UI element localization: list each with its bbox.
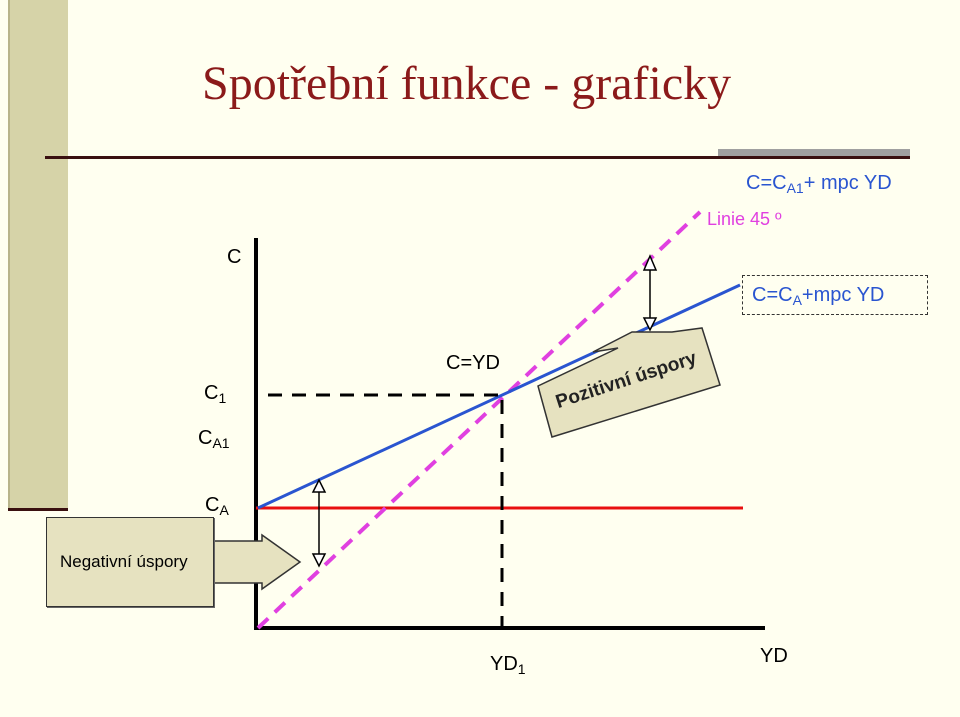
ca1-label: CA1: [198, 428, 230, 450]
positive-callout: [537, 327, 721, 438]
line-45-label: Linie 45 º: [707, 209, 782, 229]
func-a1-sub: A1: [786, 180, 804, 196]
left-band: [8, 0, 68, 510]
title-rule: [45, 156, 910, 159]
ca-label: CA: [205, 495, 229, 517]
negative-callout-arrow: [211, 533, 302, 591]
func-a-pre: C=C: [752, 284, 793, 306]
func-a1-pre: C=C: [746, 172, 787, 194]
x-axis-label: YD: [760, 645, 788, 667]
func-a-sub: A: [792, 292, 802, 308]
c1-label: C1: [204, 383, 226, 405]
c-eq-yd-label: C=YD: [446, 352, 500, 374]
positive-saving-arrow: [642, 254, 658, 332]
ca-sub: A: [219, 502, 229, 518]
func-a1-post: + mpc YD: [803, 172, 892, 194]
title-rule-accent: [718, 149, 910, 156]
y-axis-label: C: [227, 246, 242, 268]
line-45: [256, 210, 702, 630]
ca-main: C: [205, 494, 220, 516]
consumption-line: [257, 283, 741, 510]
bottom-left-rule: [8, 508, 68, 511]
negative-saving-callout: [46, 517, 214, 607]
ca1-main: C: [198, 427, 213, 449]
left-band-shadow: [8, 0, 10, 510]
c1-sub: 1: [218, 390, 227, 406]
consumption-function-a1-label: C=CA1+ mpc YD: [746, 173, 892, 195]
consumption-function-box: [742, 275, 928, 315]
negative-saving-text: Negativní úspory: [60, 552, 188, 571]
yd1-main: YD: [490, 653, 518, 675]
negative-saving-arrow: [311, 478, 327, 568]
consumption-function-a-label: C=CA+mpc YD: [752, 285, 884, 307]
yd1-label: YD1: [490, 654, 526, 676]
yd1-sub: 1: [517, 661, 526, 677]
slide-title: Spotřební funkce - graficky: [202, 57, 732, 110]
ca1-sub: A1: [212, 435, 230, 451]
c1-main: C: [204, 382, 219, 404]
func-a-post: +mpc YD: [801, 284, 885, 306]
